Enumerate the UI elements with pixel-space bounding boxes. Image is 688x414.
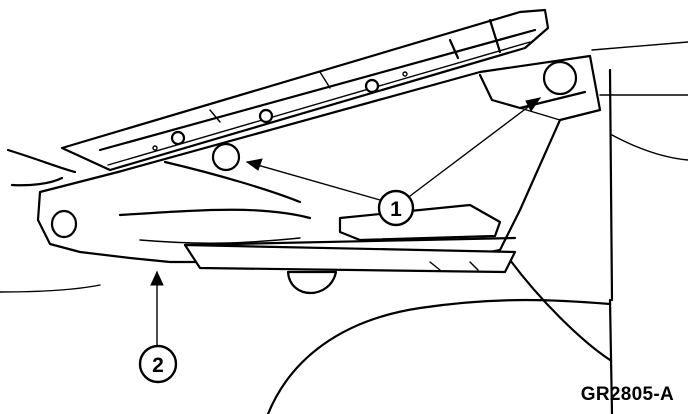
bolt-hole-right [542,60,578,96]
callout-1-circle [377,189,415,227]
callout-2-circle [138,344,178,384]
callout-1-number: 1 [390,198,402,221]
bolt-holes [211,60,578,172]
figure-id-label: GR2805-A [580,384,674,405]
callout-1: 1 [377,189,415,227]
callout-2: 2 [138,344,178,384]
upper-rail [60,8,550,172]
body-outline [0,41,688,414]
frame-rail [36,54,602,295]
leader-lines [150,97,542,347]
bolt-hole-left [211,142,241,172]
callout-2-number: 2 [152,354,164,377]
